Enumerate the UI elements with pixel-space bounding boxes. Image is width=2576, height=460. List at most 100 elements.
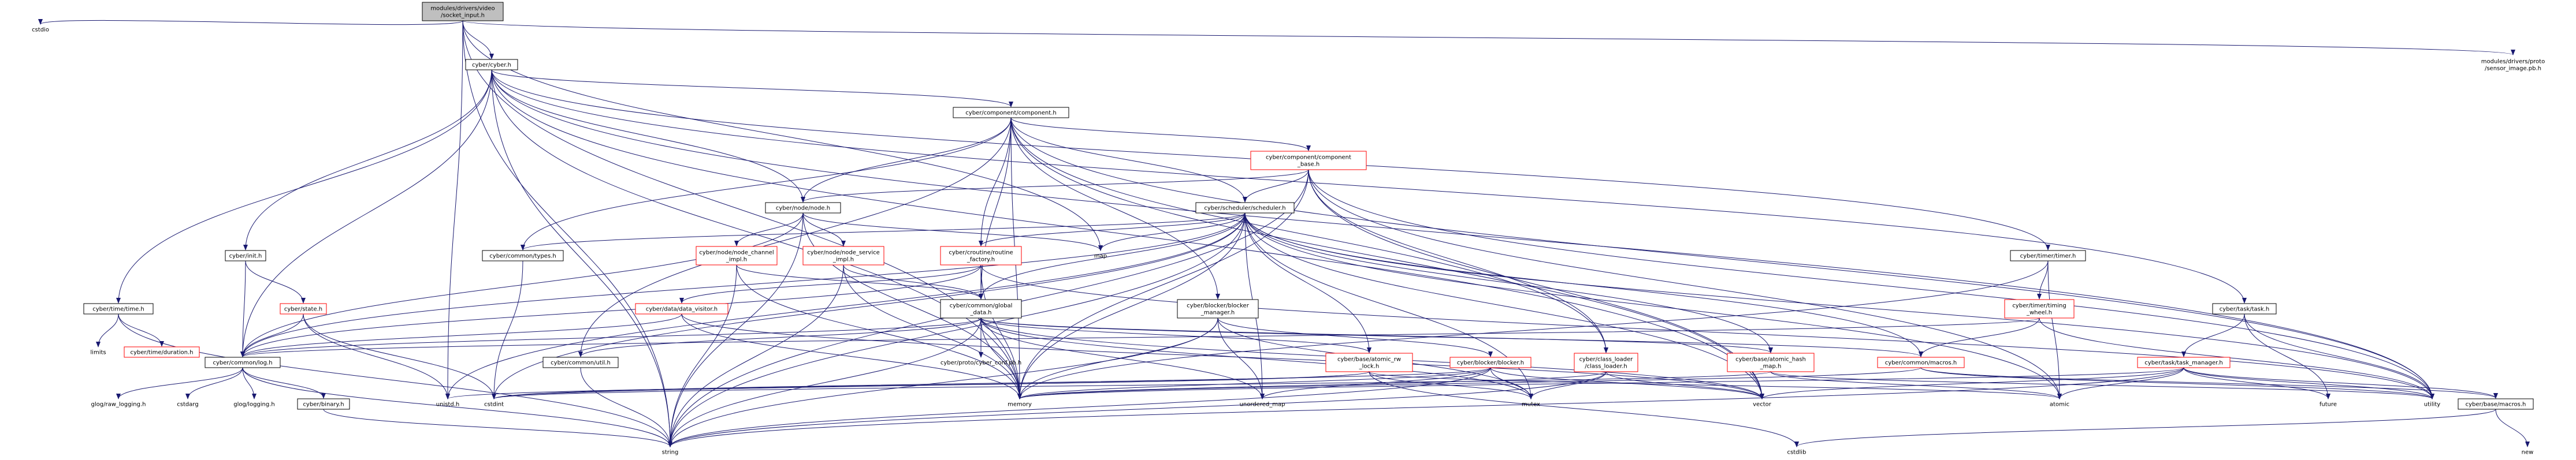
edge-global_data-to-atomic_rw_lock (980, 317, 1371, 353)
edge-scheduler_h-to-routine_factory (979, 212, 1246, 246)
node-unistd-h: unistd.h (436, 402, 459, 408)
node-node-h[interactable]: cyber/node/node.h (765, 202, 841, 214)
edge-routine_factory-to-memory (980, 264, 1022, 399)
node-macros-base[interactable]: cyber/base/macros.h (2458, 398, 2534, 410)
edge-scheduler_h-to-atomic (1244, 212, 2062, 399)
edge-scheduler_h-to-atomic_hash_map (1244, 212, 1773, 353)
edge-root-to-unistd_h (445, 20, 463, 399)
edge-macros_base-to-new (2495, 409, 2530, 447)
node-atomic-hash-map[interactable]: cyber/base/atomic_hash_map.h (1727, 353, 1815, 372)
node-time-h[interactable]: cyber/time/time.h (83, 303, 154, 315)
node-box (1877, 357, 1965, 368)
edge-routine_factory-to-data_visitor (679, 264, 982, 304)
node-label: utility (2424, 402, 2441, 408)
edge-scheduler_h-to-types_h (521, 212, 1246, 250)
node-routine-factory[interactable]: cyber/croutine/routine_factory.h (940, 246, 1022, 265)
node-cstdint: cstdint (484, 402, 504, 408)
edge-global_data-to-memory (980, 317, 1022, 399)
edge-component_h-to-util_h (578, 117, 1012, 357)
node-root[interactable]: modules/drivers/video/socket_input.h (422, 2, 504, 21)
node-state-h[interactable]: cyber/state.h (280, 303, 327, 315)
node-types-h[interactable]: cyber/common/types.h (482, 250, 564, 261)
node-label: modules/drivers/proto (2481, 59, 2545, 65)
node-label: cstdlib (1787, 450, 1806, 456)
node-cyber-h[interactable]: cyber/cyber.h (465, 59, 518, 70)
edge-scheduler_h-to-map (1098, 212, 1246, 251)
node-binary-h[interactable]: cyber/binary.h (297, 398, 350, 410)
edge-component_h-to-routine_factory (979, 117, 1012, 246)
node-blocker-manager[interactable]: cyber/blocker/blocker_manager.h (1177, 299, 1259, 319)
edge-cyber_h-to-vector (491, 69, 1764, 399)
node-glog-logging: glog/logging.h (233, 402, 275, 408)
edge-node_h-to-node_service_impl (802, 212, 846, 246)
node-label: glog/raw_logging.h (91, 402, 146, 408)
node-label: cyber/blocker/blocker (1187, 303, 1250, 309)
node-macros-common[interactable]: cyber/common/macros.h (1877, 357, 1965, 368)
node-atomic-rw-lock[interactable]: cyber/base/atomic_rw_lock.h (1325, 353, 1413, 372)
edge-blocker_h-to-vector (1490, 367, 1764, 399)
node-class-loader[interactable]: cyber/class_loader/class_loader.h (1574, 353, 1638, 372)
node-timer-h[interactable]: cyber/timer/timer.h (2010, 250, 2086, 261)
node-label: unistd.h (436, 402, 459, 408)
node-data-visitor[interactable]: cyber/data/data_visitor.h (635, 303, 728, 315)
node-init-h[interactable]: cyber/init.h (225, 250, 266, 261)
node-scheduler-h[interactable]: cyber/scheduler/scheduler.h (1195, 202, 1295, 214)
edge-timer_h-to-memory (1017, 260, 2049, 399)
node-label: cyber/base/atomic_hash (1735, 357, 1806, 363)
edge-routine_factory-to-utility (980, 264, 2434, 399)
node-node-channel-impl[interactable]: cyber/node/node_channel_impl.h (696, 246, 778, 265)
edge-scheduler_h-to-string (668, 212, 1246, 447)
edge-root-to-string (462, 20, 672, 447)
node-box (802, 246, 884, 265)
edge-scheduler_h-to-log_h (240, 212, 1246, 357)
node-label: _impl.h (832, 257, 854, 263)
node-util-h[interactable]: cyber/common/util.h (542, 357, 619, 368)
edge-time_h-to-limits (96, 313, 119, 347)
edge-component_h-to-vector (1010, 117, 1764, 399)
node-blocker-h[interactable]: cyber/blocker/blocker.h (1449, 357, 1532, 368)
node-component-base[interactable]: cyber/component/component_base.h (1250, 151, 1367, 170)
node-label: cyber/node/node_service (807, 250, 880, 256)
edge-timing_wheel-to-log_h (240, 317, 2040, 357)
node-task-h[interactable]: cyber/task/task.h (2212, 303, 2277, 315)
node-log-h[interactable]: cyber/common/log.h (205, 357, 281, 368)
node-label: cyber/common/log.h (213, 360, 272, 366)
node-box (482, 250, 564, 261)
edge-macros_common-to-utility (1920, 367, 2434, 399)
node-node-service-impl[interactable]: cyber/node/node_service_impl.h (802, 246, 884, 265)
edge-component_h-to-component_base (1010, 117, 1311, 151)
edge-task_manager-to-utility (2183, 367, 2434, 399)
node-label: atomic (2050, 402, 2069, 408)
node-unordered-map: unordered_map (1240, 402, 1285, 408)
node-task-manager[interactable]: cyber/task/task_manager.h (2137, 357, 2231, 368)
edge-component_base-to-node_h (801, 169, 1309, 203)
edge-atomic_rw_lock-to-cstdint (492, 371, 1370, 399)
edge-binary_h-to-string (323, 409, 672, 447)
edge-task_manager-to-string (668, 367, 2184, 447)
edge-scheduler_h-to-cstdint (492, 212, 1246, 399)
node-global-data[interactable]: cyber/common/global_data.h (940, 299, 1022, 319)
node-cstdio: cstdio (32, 27, 49, 33)
node-label: cyber/scheduler/scheduler.h (1204, 205, 1285, 212)
node-duration-h[interactable]: cyber/time/duration.h (124, 346, 200, 358)
node-box (1727, 353, 1815, 372)
edge-node_service_impl-to-string (668, 264, 844, 447)
edge-scheduler_h-to-memory (1017, 212, 1246, 399)
edge-component_h-to-types_h (521, 117, 1012, 250)
edge-state_h-to-cstdint (303, 313, 496, 399)
node-component-h[interactable]: cyber/component/component.h (953, 107, 1069, 118)
edge-macros_base-to-cstdlib (1794, 409, 2496, 447)
node-label: cyber/croutine/routine (949, 250, 1013, 256)
node-label: _data.h (969, 310, 991, 316)
node-cstdlib: cstdlib (1787, 450, 1806, 456)
edge-class_loader-to-string (668, 371, 1607, 447)
node-label: modules/drivers/video (430, 6, 495, 12)
node-box (422, 2, 504, 21)
edge-component_h-to-global_data (979, 117, 1012, 300)
node-timing-wheel[interactable]: cyber/timer/timing_wheel.h (2004, 299, 2075, 319)
edge-timer_h-to-timing_wheel (2037, 260, 2049, 300)
node-label: cyber/node/node.h (776, 205, 830, 212)
node-label: cyber/state.h (284, 306, 322, 313)
edge-atomic_hash_map-to-utility (1770, 371, 2434, 399)
node-label: cyber/timer/timing (2012, 303, 2066, 309)
